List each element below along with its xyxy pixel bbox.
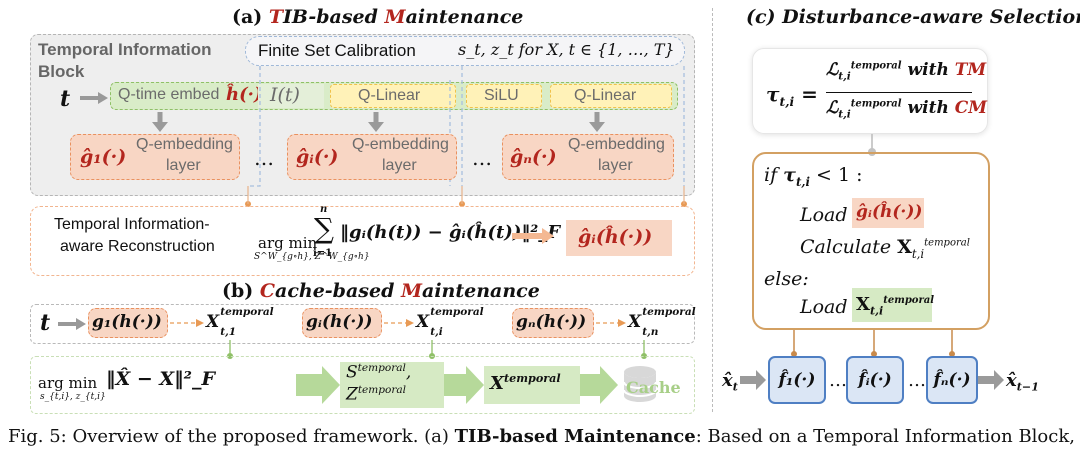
calibration-math: s_t, z_t for X, t ∈ {1, …, T} [458, 40, 675, 59]
z-temporal: Ztemporal [346, 384, 407, 405]
b-t-arrow [58, 318, 86, 330]
fraction-bar [826, 92, 972, 93]
b-argmin: arg min [38, 374, 98, 392]
finite-set-calibration-label: Finite Set Calibration [258, 41, 416, 60]
reconstruction-box [30, 206, 695, 276]
q-embedding-layer-i [287, 134, 457, 180]
x-t-minus-1-output: x̂t−1 [1006, 370, 1039, 394]
b-argmin-sub: s_{t,i}, z_{t,i} [40, 392, 106, 402]
load-line-1: Load [800, 204, 848, 226]
recon-argmin: arg min [258, 234, 318, 252]
q-linear-1-label: Q-Linear [358, 87, 421, 104]
f1-hat-box: f̂₁(·) [768, 356, 826, 404]
q-time-embed-label: Q-time embed [118, 86, 220, 103]
b-t-input: t [40, 310, 51, 336]
f-ellipsis-2: … [908, 370, 926, 391]
fi-hat-box: f̂ᵢ(·) [846, 356, 904, 404]
layer-i-label: layer [382, 157, 417, 174]
sz-temporal-box [340, 362, 444, 408]
x-t-hat-input: x̂t [722, 370, 738, 394]
recon-arrow [512, 228, 554, 244]
recon-label-2: aware Reconstruction [60, 238, 215, 255]
layer-n-label: layer [598, 157, 633, 174]
tau-definition-box [752, 48, 988, 134]
fn-hat-box: f̂ₙ(·) [926, 356, 978, 404]
recon-result-box [566, 220, 672, 256]
recon-sum-sign: ∑ [314, 212, 334, 245]
tau-denominator: ℒt,itemporal with CM [826, 98, 988, 121]
tib-label-line2: Block [38, 62, 85, 81]
panel-a-title: (a) TIB-based Maintenance [232, 6, 524, 28]
load-line-2: Load [800, 296, 848, 318]
q-embedding-layer-1 [70, 134, 240, 180]
q-linear-1-box [330, 84, 456, 108]
cache-row-2 [30, 356, 695, 414]
cache-label: Cache [626, 378, 681, 397]
gi-hat-func: ĝᵢ(·) [296, 146, 339, 168]
else-line: else: [764, 268, 809, 290]
x-hat-temporal: Xtemporal [490, 372, 561, 394]
tib-label-line1: Temporal Information [38, 40, 212, 59]
recon-expression: ‖gᵢ(h(t)) − ĝᵢ(ĥ(t))‖²_F [340, 222, 560, 243]
recon-sum-top: n [320, 204, 328, 215]
ellipsis-1: … [254, 146, 274, 170]
gn-hat-func: ĝₙ(·) [510, 146, 557, 168]
panel-divider [712, 8, 713, 412]
ellipsis-2: … [472, 146, 492, 170]
q-embedding-1-label: Q-embedding [136, 136, 233, 153]
silu-label: SiLU [484, 87, 519, 104]
load-x-hat-box [852, 288, 932, 322]
cache-database-icon [623, 366, 657, 402]
calculate-line: Calculate Xt,itemporal [800, 236, 970, 261]
q-embedding-i-label: Q-embedding [352, 136, 449, 153]
layer-1-label: layer [166, 157, 201, 174]
figure-caption: Fig. 5: Overview of the proposed framewo… [8, 426, 1080, 447]
it-block [258, 84, 324, 108]
panel-b-title: (b) Cache-based Maintenance [222, 280, 540, 302]
if-line: if τt,i < 1 : [764, 164, 863, 189]
finite-set-calibration-box [245, 36, 685, 66]
tau-symbol: τt,i = [766, 82, 818, 109]
f-ellipsis-1: … [829, 370, 847, 391]
h-hat-func: ĥ(·) [226, 84, 263, 105]
load-g-hat-box [852, 198, 924, 228]
g1-hat-func: ĝ₁(·) [80, 146, 127, 168]
recon-label-1: Temporal Information- [54, 216, 210, 233]
panel-c-title: (c) Disturbance-aware Selection [746, 6, 1080, 28]
cache-row-1 [30, 304, 695, 344]
g1-label: g₁(h(·)) [92, 312, 162, 332]
recon-result: ĝᵢ(ĥ(·)) [578, 226, 653, 248]
t-arrow [80, 92, 108, 104]
load-x-hat: Xt,itemporal [856, 294, 935, 318]
gi-label: gᵢ(h(·)) [306, 312, 373, 332]
recon-sum-bot: i=1 [313, 248, 333, 259]
gi-box [302, 308, 382, 338]
tau-numerator: ℒt,itemporal with TM [826, 60, 987, 83]
gn-label: gₙ(h(·)) [516, 312, 587, 332]
q-embedding-n-label: Q-embedding [568, 136, 665, 153]
silu-box [466, 84, 542, 108]
load-g-hat: ĝᵢ(ĥ(·)) [856, 202, 923, 222]
gn-box [512, 308, 594, 338]
it-label: I(t) [270, 84, 300, 106]
s-temporal: Stemporal, [346, 362, 412, 383]
recon-argmin-sub: S^W_{g∘h}, Z^W_{g∘h} [254, 252, 370, 262]
t-input: t [60, 86, 71, 112]
x-hat-temporal-box [484, 366, 580, 404]
b-norm-expr: ‖X̂ − X‖²_F [106, 368, 215, 390]
q-linear-2-box [550, 84, 672, 108]
g1-box [88, 308, 168, 338]
q-linear-2-label: Q-Linear [574, 87, 637, 104]
selection-logic-box [752, 152, 990, 330]
q-embedding-layer-n [502, 134, 674, 180]
